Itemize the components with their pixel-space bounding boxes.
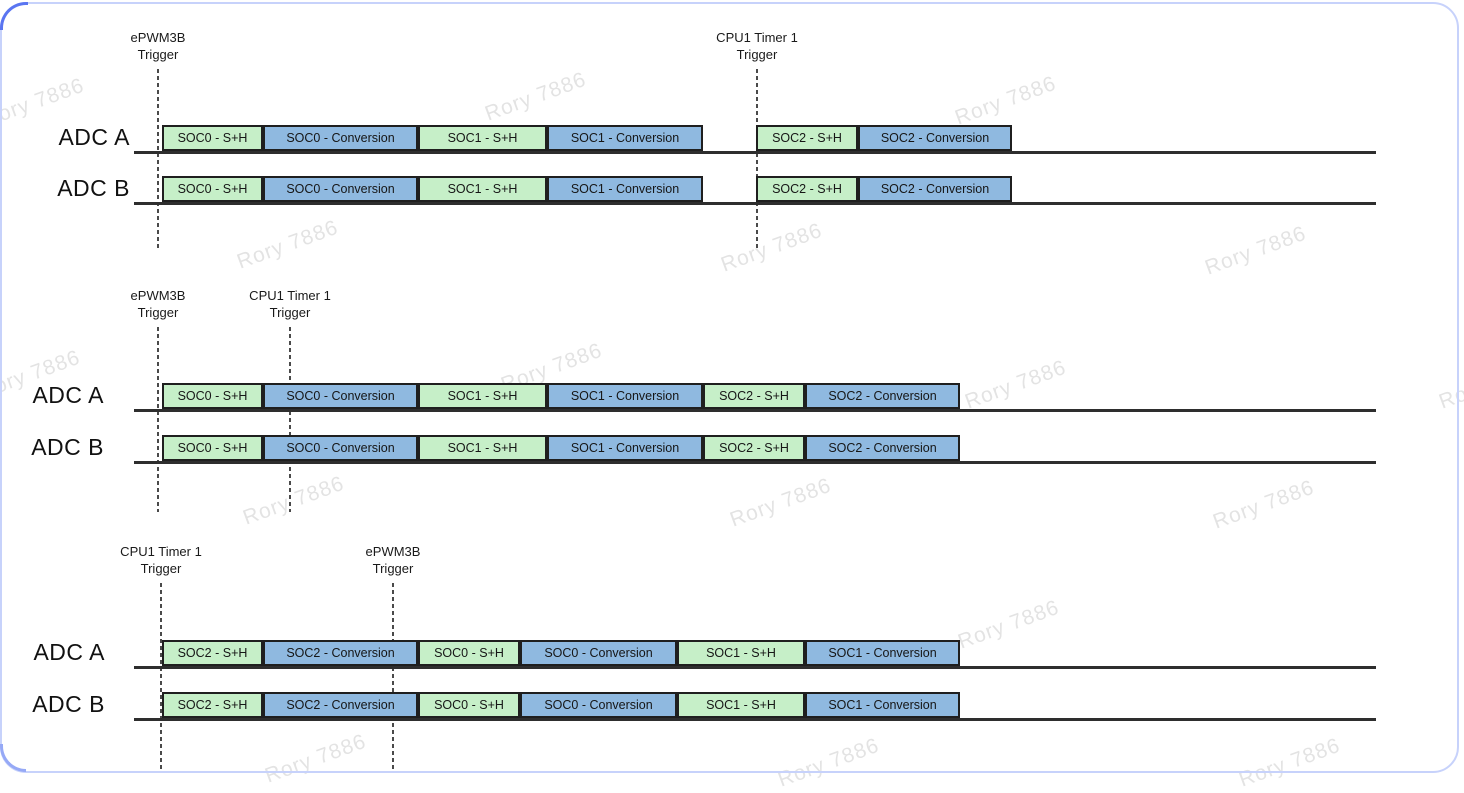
window-frame-top-left-corner bbox=[0, 2, 28, 30]
block-soc1-s-h: SOC1 - S+H bbox=[418, 125, 547, 151]
block-soc2-s-h: SOC2 - S+H bbox=[703, 435, 805, 461]
trigger-label-line: CPU1 Timer 1 bbox=[120, 544, 202, 559]
trigger-label-line: Trigger bbox=[372, 560, 414, 576]
adc-a-timeline-baseline bbox=[134, 409, 1376, 412]
watermark: Rory 7886 bbox=[1202, 221, 1310, 280]
adc-b-timeline-baseline bbox=[134, 202, 1376, 205]
adc-b-timeline-baseline bbox=[134, 718, 1376, 721]
adc-a-timeline-baseline bbox=[134, 151, 1376, 154]
window-frame-bottom-left-corner bbox=[0, 744, 26, 772]
block-soc1-conversion: SOC1 - Conversion bbox=[805, 640, 960, 666]
watermark: Rory 7886 bbox=[234, 215, 342, 274]
block-soc0-s-h: SOC0 - S+H bbox=[162, 125, 263, 151]
watermark: Rory 7886 bbox=[1436, 356, 1464, 414]
block-soc1-conversion: SOC1 - Conversion bbox=[547, 435, 703, 461]
block-soc0-s-h: SOC0 - S+H bbox=[162, 383, 263, 409]
adc-b-row-label: ADC B bbox=[31, 434, 104, 460]
trigger-line-cpu1-timer1 bbox=[160, 583, 162, 770]
trigger-line-cpu1-timer1 bbox=[289, 327, 291, 512]
watermark: Rory 7886 bbox=[727, 473, 835, 532]
block-soc1-s-h: SOC1 - S+H bbox=[677, 640, 805, 666]
adc-a-timeline-baseline bbox=[134, 666, 1376, 669]
block-soc1-conversion: SOC1 - Conversion bbox=[547, 176, 703, 202]
trigger-label-line: Trigger bbox=[736, 46, 778, 62]
adc-a-row-label: ADC A bbox=[33, 639, 105, 665]
block-soc0-conversion: SOC0 - Conversion bbox=[263, 176, 418, 202]
watermark: Rory 7886 bbox=[1210, 475, 1318, 534]
block-soc0-conversion: SOC0 - Conversion bbox=[263, 125, 418, 151]
trigger-label-line: Trigger bbox=[269, 304, 311, 320]
trigger-label-line: ePWM3B bbox=[130, 288, 186, 303]
block-soc2-s-h: SOC2 - S+H bbox=[162, 692, 263, 718]
watermark: Rory 7886 bbox=[262, 729, 370, 788]
trigger-line-epwm3b bbox=[157, 69, 159, 250]
block-soc1-conversion: SOC1 - Conversion bbox=[547, 383, 703, 409]
watermark: Rory 7886 bbox=[775, 733, 883, 792]
adc-b-row-label: ADC B bbox=[32, 691, 105, 717]
block-soc0-conversion: SOC0 - Conversion bbox=[263, 435, 418, 461]
watermark: Rory 7886 bbox=[482, 67, 590, 126]
block-soc1-conversion: SOC1 - Conversion bbox=[805, 692, 960, 718]
block-soc2-conversion: SOC2 - Conversion bbox=[805, 435, 960, 461]
watermark: Rory 7886 bbox=[718, 218, 826, 277]
trigger-line-epwm3b bbox=[157, 327, 159, 512]
adc-b-row-label: ADC B bbox=[57, 175, 130, 201]
block-soc0-s-h: SOC0 - S+H bbox=[162, 176, 263, 202]
trigger-label-line: CPU1 Timer 1 bbox=[249, 288, 331, 303]
adc-b-timeline-baseline bbox=[134, 461, 1376, 464]
trigger-line-cpu1-timer1 bbox=[756, 69, 758, 250]
trigger-label-line: ePWM3B bbox=[130, 30, 186, 45]
block-soc0-conversion: SOC0 - Conversion bbox=[520, 692, 677, 718]
trigger-line-epwm3b bbox=[392, 583, 394, 770]
trigger-label-line: Trigger bbox=[140, 560, 182, 576]
block-soc0-conversion: SOC0 - Conversion bbox=[520, 640, 677, 666]
block-soc0-s-h: SOC0 - S+H bbox=[162, 435, 263, 461]
block-soc1-s-h: SOC1 - S+H bbox=[418, 435, 547, 461]
block-soc0-s-h: SOC0 - S+H bbox=[418, 692, 520, 718]
block-soc1-s-h: SOC1 - S+H bbox=[677, 692, 805, 718]
block-soc2-s-h: SOC2 - S+H bbox=[703, 383, 805, 409]
adc-a-row-label: ADC A bbox=[58, 124, 130, 150]
block-soc2-conversion: SOC2 - Conversion bbox=[858, 176, 1012, 202]
block-soc1-s-h: SOC1 - S+H bbox=[418, 383, 547, 409]
block-soc2-conversion: SOC2 - Conversion bbox=[805, 383, 960, 409]
trigger-label-line: Trigger bbox=[137, 46, 179, 62]
block-soc0-s-h: SOC0 - S+H bbox=[418, 640, 520, 666]
block-soc1-conversion: SOC1 - Conversion bbox=[547, 125, 703, 151]
block-soc0-conversion: SOC0 - Conversion bbox=[263, 383, 418, 409]
block-soc2-conversion: SOC2 - Conversion bbox=[858, 125, 1012, 151]
watermark: Rory 7886 bbox=[962, 355, 1070, 414]
adc-a-row-label: ADC A bbox=[32, 382, 104, 408]
watermark: Rory 7886 bbox=[1236, 733, 1344, 792]
block-soc2-conversion: SOC2 - Conversion bbox=[263, 640, 418, 666]
trigger-label-line: ePWM3B bbox=[365, 544, 421, 559]
trigger-label-line: Trigger bbox=[137, 304, 179, 320]
block-soc2-s-h: SOC2 - S+H bbox=[756, 125, 858, 151]
block-soc2-conversion: SOC2 - Conversion bbox=[263, 692, 418, 718]
block-soc1-s-h: SOC1 - S+H bbox=[418, 176, 547, 202]
block-soc2-s-h: SOC2 - S+H bbox=[756, 176, 858, 202]
watermark: Rory 7886 bbox=[952, 71, 1060, 130]
watermark: Rory 7886 bbox=[955, 595, 1063, 654]
block-soc2-s-h: SOC2 - S+H bbox=[162, 640, 263, 666]
watermark: Rory 7886 bbox=[240, 471, 348, 530]
trigger-label-line: CPU1 Timer 1 bbox=[716, 30, 798, 45]
